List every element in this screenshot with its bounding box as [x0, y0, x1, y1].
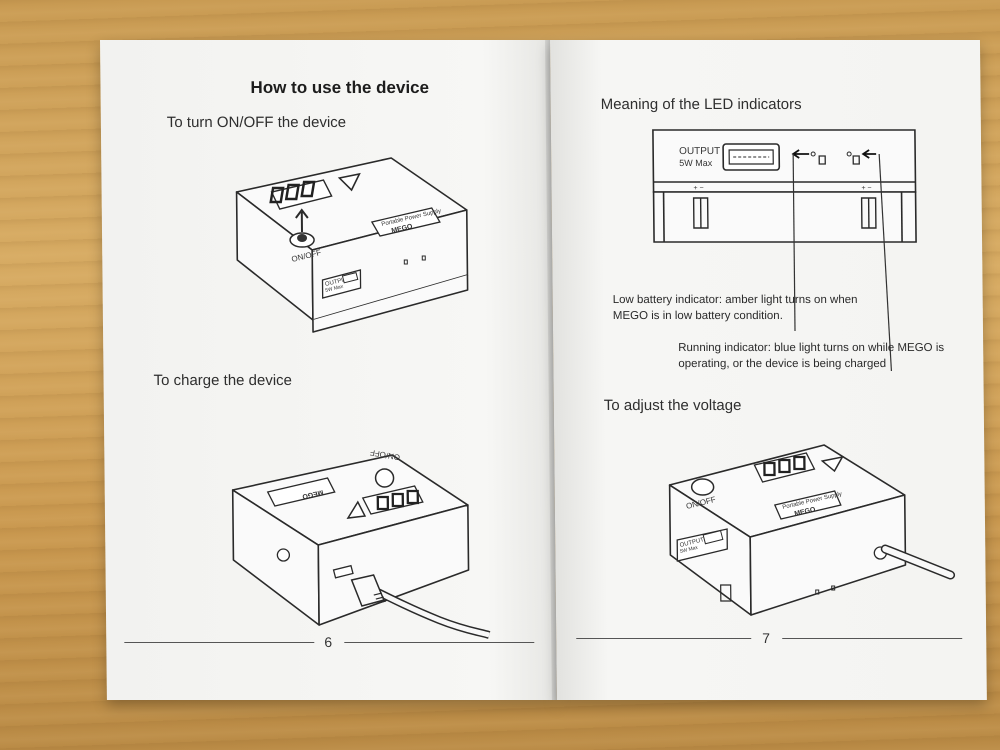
instruction-booklet: How to use the device To turn ON/OFF the…: [100, 40, 987, 701]
voltage-down-button: [337, 172, 361, 192]
output-label-line1: OUTPUT: [679, 146, 720, 157]
page-7: Meaning of the LED indicators OUTPUT 5W …: [549, 40, 987, 701]
svg-text:MEGO: MEGO: [391, 223, 414, 235]
running-indicator-description: Running indicator: blue light turns on w…: [678, 342, 945, 371]
device-illustration-charge: ON/OFF MEGO: [231, 448, 491, 639]
svg-text:5W Max: 5W Max: [679, 545, 699, 555]
svg-text:OUTPUT: OUTPUT: [679, 537, 705, 549]
footer-rule-left: [576, 638, 752, 640]
low-battery-indicator-description: Low battery indicator: amber light turns…: [612, 294, 858, 323]
device-illustration-voltage: ON/OFF Portable Power Supply MEGO OUTPUT…: [668, 444, 956, 616]
page-title: How to use the device: [250, 78, 430, 98]
low-battery-led: [818, 155, 826, 165]
led-panel-diagram: OUTPUT 5W Max + − + −: [652, 129, 917, 372]
section-heading-led: Meaning of the LED indicators: [600, 96, 802, 114]
output-label-line2: 5W Max: [679, 158, 713, 168]
page-number: 6: [324, 634, 333, 651]
footer-rule-right: [344, 642, 535, 644]
footer-rule-right: [782, 638, 963, 640]
section-heading-charge: To charge the device: [153, 372, 293, 390]
digit-display: [269, 179, 333, 210]
page-6: How to use the device To turn ON/OFF the…: [100, 40, 557, 701]
device-illustration-on-off: Portable Power Supply MEGO ON/OFF OUTPUT…: [235, 157, 469, 333]
page-number: 7: [762, 630, 771, 647]
svg-text:OUTPUT: OUTPUT: [325, 276, 351, 288]
svg-text:MEGO: MEGO: [301, 488, 324, 500]
section-heading-turn-on-off: To turn ON/OFF the device: [166, 114, 347, 132]
running-led: [852, 155, 860, 165]
svg-text:MEGO: MEGO: [794, 506, 817, 518]
svg-text:5W Max: 5W Max: [325, 284, 345, 294]
footer-rule-left: [124, 642, 315, 644]
section-heading-voltage: To adjust the voltage: [603, 397, 742, 415]
svg-text:+ −: + −: [693, 185, 703, 192]
svg-text:+ −: + −: [861, 185, 871, 192]
